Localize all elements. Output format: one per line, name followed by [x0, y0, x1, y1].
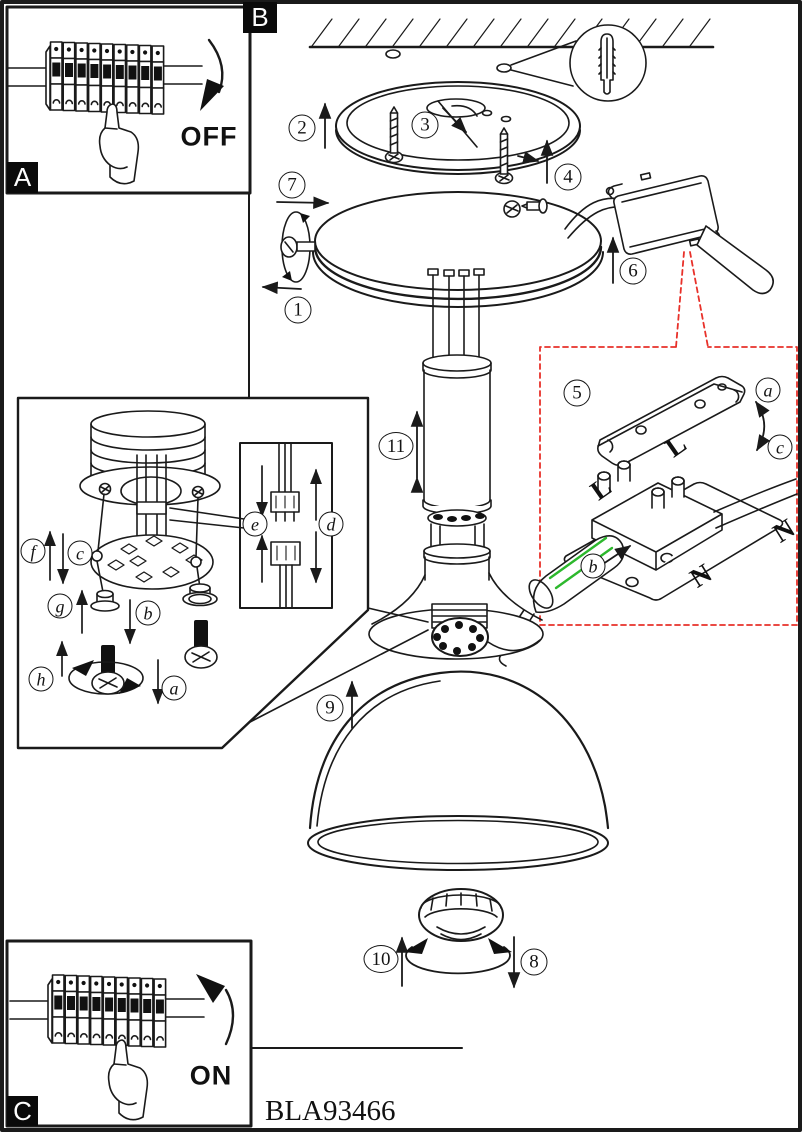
canopy-fixing-screw: [280, 211, 316, 283]
driver-box: [605, 172, 774, 295]
step-1: 1: [284, 296, 312, 324]
part-g: g: [47, 593, 73, 619]
panel-b-label: B: [243, 2, 277, 33]
on-text: ON: [189, 1060, 233, 1091]
canopy: [312, 191, 627, 308]
telescopic-tube: [422, 354, 492, 548]
led-module: [431, 603, 489, 657]
part-a: a: [161, 675, 187, 701]
wiring-c: c: [767, 434, 793, 460]
shade-ring: [418, 888, 504, 942]
step-arrows-ring2: [395, 936, 521, 989]
step-3: 3: [411, 111, 439, 139]
terminal-block: [563, 460, 798, 601]
off-text: OFF: [180, 121, 238, 152]
side-screw: [521, 198, 548, 214]
step-11: 11: [378, 432, 414, 460]
led-holes: [107, 535, 203, 583]
part-e: e: [242, 511, 268, 537]
step-8: 8: [520, 948, 548, 976]
letter-arrows: [44, 530, 164, 705]
part-h: h: [28, 666, 54, 692]
ring-rotate-arrow: [404, 938, 512, 975]
panel-a-label: A: [7, 162, 38, 193]
step-6: 6: [619, 257, 647, 285]
step-7: 7: [278, 171, 306, 199]
terminal-cover: [597, 375, 746, 467]
grommets: [90, 583, 218, 612]
cover-rotate-arrow: [755, 400, 770, 452]
step-2: 2: [288, 114, 316, 142]
step-10: 10: [363, 945, 399, 973]
fixing-screws: [68, 620, 218, 695]
red-callout-box: [539, 251, 798, 626]
shade: [307, 670, 610, 871]
lamp-head: [368, 543, 544, 660]
part-c: c: [67, 540, 93, 566]
heatsink: [79, 410, 221, 553]
part-d: d: [318, 511, 344, 537]
wiring-b: b: [580, 553, 606, 579]
strain-relief-wedge: [696, 225, 774, 295]
step-arrows-ring: [318, 102, 554, 184]
mounting-ring: [335, 81, 581, 185]
step-5: 5: [563, 379, 591, 407]
model-number: BLA93466: [265, 1095, 396, 1127]
step-9: 9: [316, 694, 344, 722]
support-rods: [427, 268, 485, 359]
panel-c-breaker-on: [5, 939, 253, 1128]
panel-a-breaker-off: [5, 5, 252, 195]
wall-anchor-callout: [385, 24, 647, 102]
ceiling-hatch: [308, 18, 715, 49]
part-f: f: [20, 538, 46, 564]
part-b: b: [135, 600, 161, 626]
parts-detail-box: [16, 396, 429, 750]
step-4: 4: [554, 163, 582, 191]
wiring-a: a: [755, 377, 781, 403]
step-arrows-canopy: [261, 196, 620, 295]
panel-c-label: C: [7, 1096, 38, 1126]
terminals: [597, 460, 685, 509]
wall-anchor-icon: [598, 33, 616, 95]
